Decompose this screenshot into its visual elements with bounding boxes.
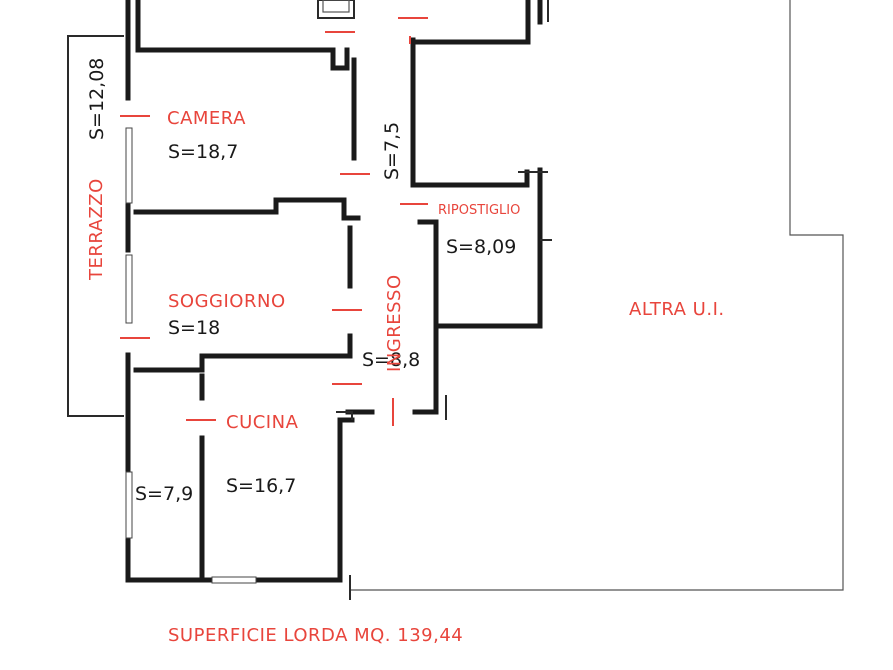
soggiorno-label: SOGGIORNO xyxy=(168,291,286,312)
corridoio-area: S=7,5 xyxy=(381,122,403,180)
labels: CAMERA S=18,7 SOGGIORNO S=18 CUCINA S=16… xyxy=(86,58,725,646)
ingresso-area: S=8,8 xyxy=(362,349,420,371)
wall-details xyxy=(317,0,552,600)
ripostiglio-label: RIPOSTIGLIO xyxy=(438,203,520,218)
ripostiglio-area: S=8,09 xyxy=(446,236,516,258)
walls xyxy=(125,0,543,583)
cucina-label: CUCINA xyxy=(226,412,299,433)
ingresso-label: INGRESSO xyxy=(384,274,405,372)
terrazzo-area: S=12,08 xyxy=(86,58,108,140)
cucina-area: S=16,7 xyxy=(226,475,296,497)
windows xyxy=(125,127,257,584)
other-unit-outline xyxy=(350,0,844,591)
altra-ui-label: ALTRA U.I. xyxy=(629,299,725,320)
terrace-outline xyxy=(67,35,124,417)
camera-area: S=18,7 xyxy=(168,141,238,163)
bagno-area: S=7,9 xyxy=(135,483,193,505)
soggiorno-area: S=18 xyxy=(168,317,220,339)
terrazzo-label: TERRAZZO xyxy=(86,178,107,281)
superficie-label: SUPERFICIE LORDA MQ. 139,44 xyxy=(168,625,463,646)
camera-label: CAMERA xyxy=(167,108,246,129)
door-marks xyxy=(120,17,428,426)
